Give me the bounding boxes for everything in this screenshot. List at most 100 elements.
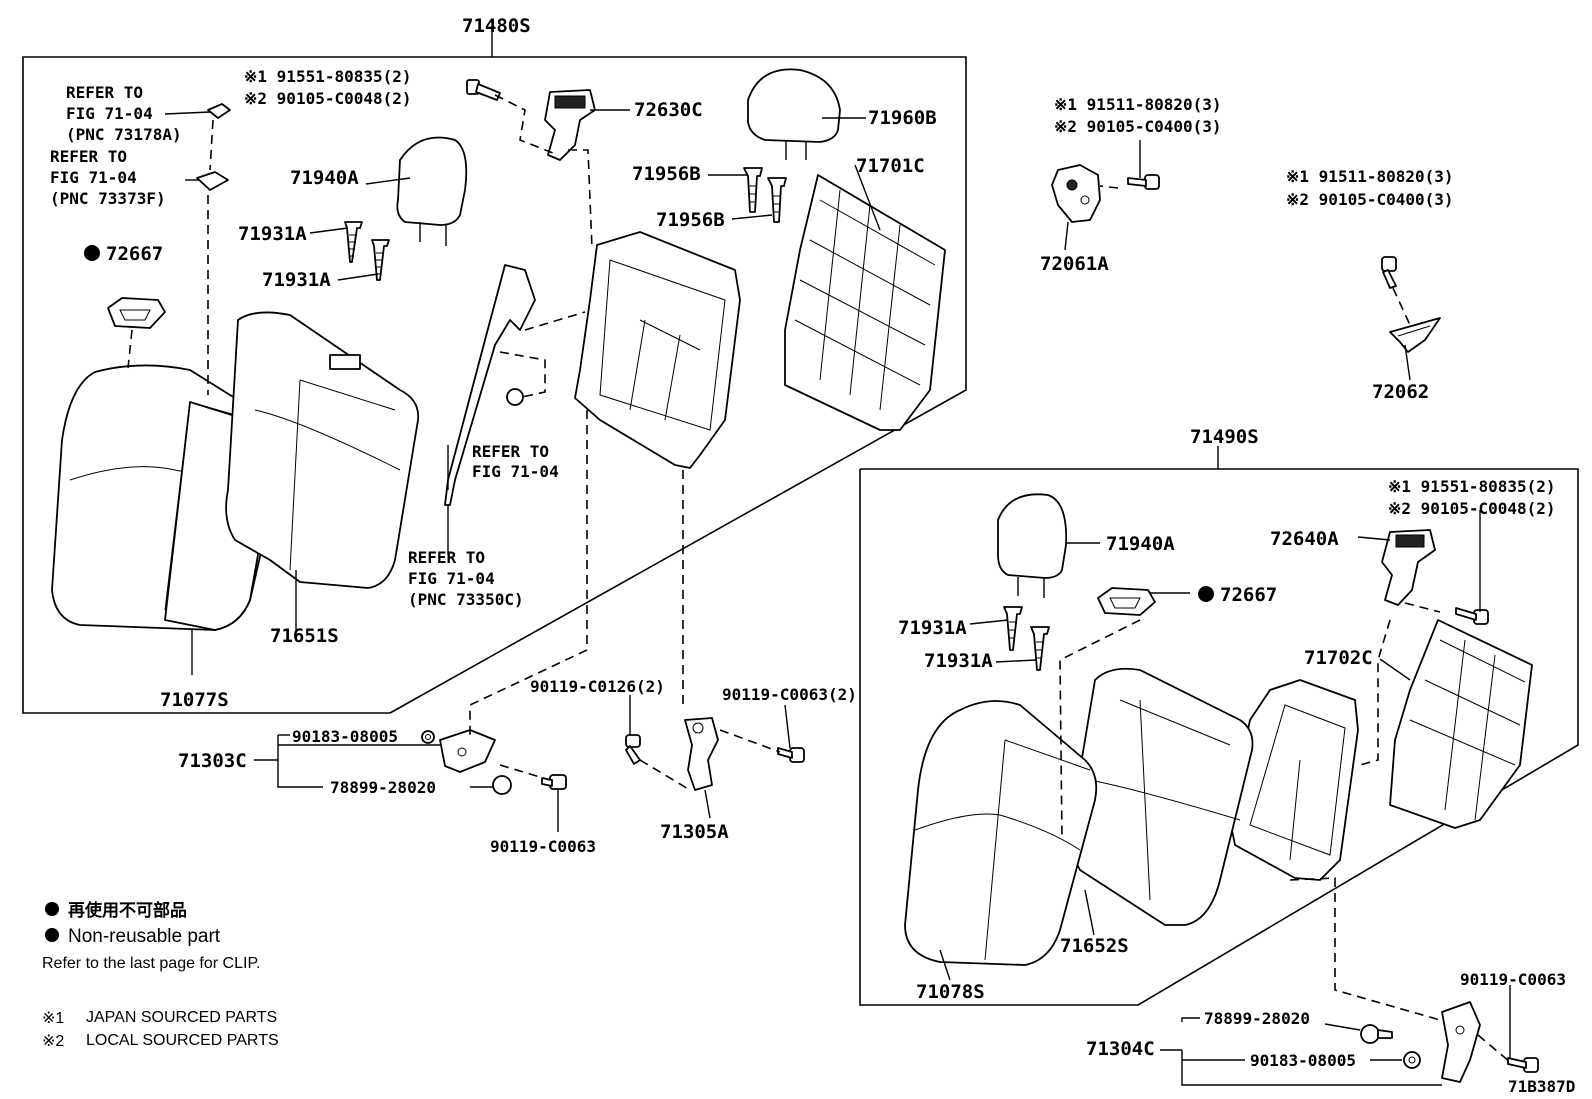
svg-text:REFER TO: REFER TO	[472, 442, 549, 461]
refer-note-73350C: REFER TO FIG 71-04 (PNC 73350C)	[408, 548, 524, 609]
label-71931A-upper-1: 71931A	[238, 223, 307, 245]
headrest-guide-71931A-lower-1[interactable]	[1003, 606, 1023, 651]
headrest-71940A-lower[interactable]	[997, 493, 1068, 579]
label-72640A: 72640A	[1270, 528, 1339, 550]
hinge-bracket-71304C[interactable]	[1441, 1001, 1481, 1083]
label-90119-C0063-upper: 90119-C0063	[490, 837, 596, 856]
cover-seams-lower	[914, 739, 1091, 961]
label-71490S: 71490S	[1190, 426, 1259, 448]
svg-text:(PNC 73178A): (PNC 73178A)	[66, 125, 182, 144]
legend-note2-mark: ※2	[42, 1033, 64, 1050]
svg-text:FIG 71-04: FIG 71-04	[50, 168, 137, 187]
bolt-90119-C0063-2[interactable]	[777, 747, 805, 763]
nonreuse-dot-lower	[1198, 586, 1214, 602]
bolt-90119-C0063-hinge[interactable]	[541, 774, 567, 790]
label-78899-28020-lower: 78899-28020	[1204, 1009, 1310, 1028]
seatback-pad-71651S[interactable]	[225, 311, 420, 589]
label-71956B-2: 71956B	[656, 209, 725, 231]
striker-72061A[interactable]	[1051, 164, 1101, 223]
bracket-71305A[interactable]	[684, 717, 719, 791]
headrest-71960B[interactable]	[747, 68, 841, 143]
leader-lines	[164, 109, 1511, 1086]
label-72667-upper: 72667	[106, 243, 163, 265]
legend-note1: JAPAN SOURCED PARTS	[86, 1009, 277, 1026]
bolt-90119-C0063-lower[interactable]	[1507, 1057, 1539, 1073]
headrest-guide-71956B-1[interactable]	[743, 167, 763, 213]
label-striker-bolt-j: ※1 91511-80820(3)	[1054, 95, 1222, 114]
label-bolt-l-upper: ※2 90105-C0048(2)	[244, 89, 412, 108]
label-78899-28020-upper: 78899-28020	[330, 778, 436, 797]
label-71651S: 71651S	[270, 625, 339, 647]
label-90183-08005-lower: 90183-08005	[1250, 1051, 1356, 1070]
frame-inner-lower	[1249, 704, 1346, 861]
legend-nonreuse-jp: 再使用不可部品	[68, 900, 187, 920]
headrest-71940A-upper[interactable]	[396, 136, 468, 226]
refer-note-73178A: REFER TO FIG 71-04 (PNC 73178A)	[66, 83, 182, 144]
refer-note-73373F: REFER TO FIG 71-04 (PNC 73373F)	[50, 147, 166, 208]
seatbelt-guide	[444, 264, 536, 506]
upper-assembly-frame	[22, 28, 967, 714]
label-bolt-l-lower: ※2 90105-C0048(2)	[1388, 499, 1556, 518]
pad-lines-lower	[1089, 699, 1241, 901]
bolt-91511-80820-1[interactable]	[1127, 174, 1160, 190]
clip-73178A	[207, 103, 231, 119]
seatback-board-71701C[interactable]	[784, 174, 946, 431]
bolt-91551-80835-lower[interactable]	[1455, 607, 1489, 625]
bolt-91551-80835-upper[interactable]	[466, 79, 501, 101]
label-71956B-1: 71956B	[632, 163, 701, 185]
legend-dot-en	[45, 928, 59, 942]
label-72630C: 72630C	[634, 99, 703, 121]
label-71931A-lower-2: 71931A	[924, 650, 993, 672]
clip-73373F	[196, 171, 229, 191]
label-72667-lower: 72667	[1220, 584, 1277, 606]
label-71940A-lower: 71940A	[1106, 533, 1175, 555]
pad-slot	[329, 354, 361, 370]
label-71931A-lower-1: 71931A	[898, 617, 967, 639]
label-72062: 72062	[1372, 381, 1429, 403]
pin-78899-28020-lower[interactable]	[1360, 1024, 1393, 1044]
label-71078S: 71078S	[916, 981, 985, 1003]
board-ribs	[794, 189, 936, 411]
lock-button	[554, 95, 586, 109]
legend-note2: LOCAL SOURCED PARTS	[86, 1032, 279, 1049]
label-cover-bolt-l: ※2 90105-C0400(3)	[1286, 190, 1454, 209]
seatback-cover-71078S[interactable]	[904, 700, 1098, 966]
legend-note1-mark: ※1	[42, 1010, 64, 1027]
seatback-board-71702C[interactable]	[1389, 619, 1533, 829]
label-90119-C0063-2: 90119-C0063(2)	[722, 685, 857, 704]
lower-assembly-frame	[859, 446, 1579, 1006]
label-71702C: 71702C	[1304, 647, 1373, 669]
bezel-inner	[119, 309, 151, 321]
label-71652S: 71652S	[1060, 935, 1129, 957]
svg-text:(PNC 73373F): (PNC 73373F)	[50, 189, 166, 208]
svg-text:REFER TO: REFER TO	[50, 147, 127, 166]
bolt-90119-C0126[interactable]	[625, 734, 641, 765]
nut-90183-08005-upper[interactable]	[421, 730, 435, 744]
bezel-72667-lower[interactable]	[1097, 587, 1156, 616]
frame-inner	[599, 259, 726, 431]
pin-78899-28020-upper[interactable]	[492, 775, 512, 795]
label-bolt-j-upper: ※1 91551-80835(2)	[244, 67, 412, 86]
nut-90183-08005-lower[interactable]	[1403, 1051, 1421, 1069]
headrest-guide-71931A-upper-2[interactable]	[371, 239, 390, 281]
label-71304C: 71304C	[1086, 1038, 1155, 1060]
label-71931A-upper-2: 71931A	[262, 269, 331, 291]
label-71077S: 71077S	[160, 689, 229, 711]
hinge-bracket-71303C[interactable]	[439, 729, 496, 773]
bolt-91511-80820-2[interactable]	[1381, 256, 1397, 289]
bezel-72667-upper[interactable]	[107, 297, 166, 329]
svg-text:(PNC 73350C): (PNC 73350C)	[408, 590, 524, 609]
headrest-guide-71956B-2[interactable]	[767, 177, 787, 223]
label-90119-C0126: 90119-C0126(2)	[530, 677, 665, 696]
label-72061A: 72061A	[1040, 253, 1109, 275]
headrest-guide-71931A-upper-1[interactable]	[344, 221, 363, 263]
label-90119-C0063-lower: 90119-C0063	[1460, 970, 1566, 989]
legend: 再使用不可部品 Non-reusable part Refer to the l…	[42, 900, 279, 1050]
refer-note-fig: REFER TO FIG 71-04	[472, 442, 559, 481]
cover-72062[interactable]	[1389, 317, 1441, 353]
legend-clip-note: Refer to the last page for CLIP.	[42, 955, 261, 972]
lock-72640A[interactable]	[1381, 529, 1436, 606]
headrest-guide-71931A-lower-2[interactable]	[1030, 626, 1050, 671]
svg-text:REFER TO: REFER TO	[66, 83, 143, 102]
